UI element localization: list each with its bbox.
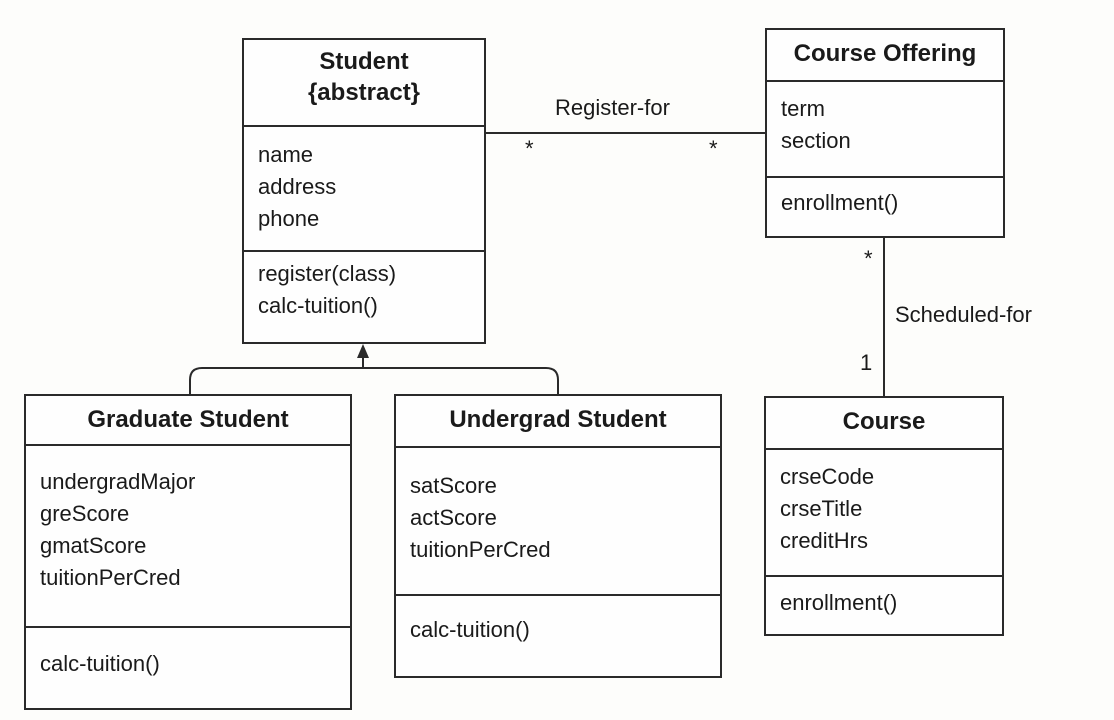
class-course: Course crseCode crseTitle creditHrs enro… bbox=[764, 396, 1004, 636]
operation: calc-tuition() bbox=[410, 617, 530, 642]
scheduled-for-label: Scheduled-for bbox=[895, 302, 1032, 327]
class-student-header: Student {abstract} bbox=[244, 40, 484, 127]
attribute: tuitionPerCred bbox=[410, 537, 551, 562]
class-graduate-student-name: Graduate Student bbox=[87, 406, 289, 433]
attribute: phone bbox=[258, 206, 320, 231]
attribute: section bbox=[781, 128, 851, 153]
class-undergrad-student: Undergrad Student satScore actScore tuit… bbox=[394, 394, 722, 678]
class-course-offering-operations: enrollment() bbox=[767, 178, 1003, 219]
class-course-operations: enrollment() bbox=[766, 577, 1002, 619]
class-student-operations: register(class) calc-tuition() bbox=[244, 252, 484, 322]
attribute: undergradMajor bbox=[40, 469, 196, 494]
class-student-attributes: name address phone bbox=[244, 127, 484, 252]
attribute: gmatScore bbox=[40, 533, 147, 558]
attribute: greScore bbox=[40, 501, 130, 526]
class-course-offering-name: Course Offering bbox=[793, 40, 977, 67]
register-for-multiplicity-offering: * bbox=[709, 136, 718, 161]
class-undergrad-student-attributes: satScore actScore tuitionPerCred bbox=[396, 448, 720, 596]
operation: register(class) bbox=[258, 261, 397, 286]
class-graduate-student-operations: calc-tuition() bbox=[26, 628, 350, 680]
class-undergrad-student-name: Undergrad Student bbox=[449, 406, 667, 433]
class-course-offering-header: Course Offering bbox=[767, 30, 1003, 82]
operation: calc-tuition() bbox=[258, 293, 378, 318]
class-course-attributes: crseCode crseTitle creditHrs bbox=[766, 450, 1002, 577]
class-undergrad-student-header: Undergrad Student bbox=[396, 396, 720, 448]
attribute: crseTitle bbox=[780, 496, 863, 521]
class-graduate-student-attributes: undergradMajor greScore gmatScore tuitio… bbox=[26, 446, 350, 628]
attribute: name bbox=[258, 142, 314, 167]
class-graduate-student-header: Graduate Student bbox=[26, 396, 350, 446]
class-course-header: Course bbox=[766, 398, 1002, 450]
attribute: creditHrs bbox=[780, 528, 869, 553]
attribute: crseCode bbox=[780, 464, 875, 489]
operation: enrollment() bbox=[780, 590, 898, 615]
attribute: tuitionPerCred bbox=[40, 565, 181, 590]
generalization-arrowhead-icon bbox=[357, 344, 369, 358]
class-course-offering: Course Offering term section enrollment(… bbox=[765, 28, 1005, 238]
class-undergrad-student-operations: calc-tuition() bbox=[396, 596, 720, 646]
attribute: term bbox=[781, 96, 825, 121]
attribute: satScore bbox=[410, 473, 497, 498]
class-student-stereotype: {abstract} bbox=[307, 79, 421, 106]
register-for-multiplicity-student: * bbox=[525, 136, 534, 161]
class-graduate-student: Graduate Student undergradMajor greScore… bbox=[24, 394, 352, 710]
scheduled-for-multiplicity-course: 1 bbox=[860, 350, 873, 375]
scheduled-for-multiplicity-offering: * bbox=[864, 246, 873, 271]
class-course-offering-attributes: term section bbox=[767, 82, 1003, 178]
class-course-name: Course bbox=[842, 408, 926, 435]
register-for-label: Register-for bbox=[555, 95, 670, 120]
class-student: Student {abstract} name address phone re… bbox=[242, 38, 486, 344]
operation: enrollment() bbox=[781, 190, 899, 215]
class-student-name: Student bbox=[319, 48, 409, 75]
operation: calc-tuition() bbox=[40, 651, 160, 676]
generalization-line bbox=[189, 367, 559, 395]
attribute: actScore bbox=[410, 505, 497, 530]
attribute: address bbox=[258, 174, 337, 199]
